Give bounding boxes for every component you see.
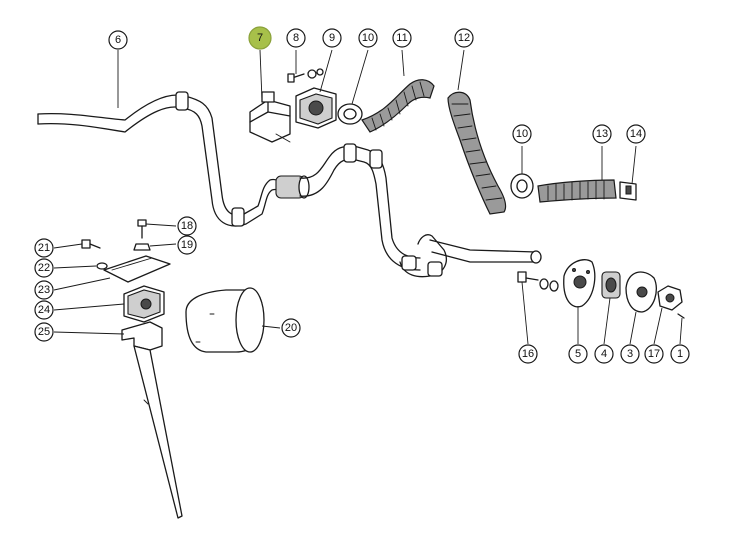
svg-text:5: 5 (575, 348, 581, 360)
valve-body-9 (295, 87, 337, 129)
callout-8: 8 (286, 28, 306, 48)
svg-text:23: 23 (38, 284, 50, 296)
callout-13: 13 (592, 124, 612, 144)
hose-11 (361, 79, 435, 133)
svg-text:18: 18 (181, 220, 193, 232)
callout-6: 6 (108, 30, 128, 50)
svg-text:10: 10 (362, 32, 374, 44)
hose-clamp-10b (510, 173, 534, 199)
callout-10b: 10 (512, 124, 532, 144)
svg-text:13: 13 (596, 128, 608, 140)
hose-13 (537, 179, 617, 203)
callout-9: 9 (322, 28, 342, 48)
callout-25: 25 (34, 322, 54, 342)
svg-text:3: 3 (627, 348, 633, 360)
svg-text:19: 19 (181, 239, 193, 251)
clip-14 (619, 181, 637, 201)
hose-12 (447, 91, 507, 215)
svg-text:10: 10 (516, 128, 528, 140)
svg-text:21: 21 (38, 242, 50, 254)
callout-18: 18 (177, 216, 197, 236)
svg-text:16: 16 (522, 348, 534, 360)
callout-23: 23 (34, 280, 54, 300)
callout-21: 21 (34, 238, 54, 258)
leader-lines (53, 49, 683, 345)
bolt-8 (287, 68, 324, 83)
callout-7: 7 (248, 26, 272, 50)
svg-text:11: 11 (396, 32, 407, 44)
callout-14: 14 (626, 124, 646, 144)
callout-10a: 10 (358, 28, 378, 48)
callout-20: 20 (281, 318, 301, 338)
svg-text:9: 9 (329, 32, 335, 44)
svg-text:24: 24 (38, 304, 50, 316)
callout-11: 11 (392, 28, 412, 48)
svg-text:4: 4 (601, 348, 607, 360)
callout-19: 19 (177, 235, 197, 255)
hose-clamp-10a (337, 103, 363, 125)
callout-16: 16 (518, 344, 538, 364)
heater-pipe (37, 91, 542, 278)
svg-text:20: 20 (285, 322, 297, 334)
callout-4: 4 (594, 344, 614, 364)
callout-22: 22 (34, 258, 54, 278)
heater-valve (249, 91, 291, 143)
sleeve-20 (185, 287, 265, 353)
callout-1: 1 (670, 344, 690, 364)
svg-text:1: 1 (677, 348, 683, 360)
svg-text:6: 6 (115, 34, 121, 46)
bracket-assembly (81, 219, 183, 519)
callout-24: 24 (34, 300, 54, 320)
svg-text:12: 12 (458, 32, 470, 44)
svg-text:7: 7 (257, 32, 263, 44)
callout-17: 17 (644, 344, 664, 364)
callout-12: 12 (454, 28, 474, 48)
svg-text:8: 8 (293, 32, 299, 44)
svg-text:14: 14 (630, 128, 642, 140)
callout-3: 3 (620, 344, 640, 364)
svg-text:22: 22 (38, 262, 50, 274)
callout-5: 5 (568, 344, 588, 364)
flange-parts (517, 259, 685, 319)
svg-text:17: 17 (648, 348, 660, 360)
svg-text:25: 25 (38, 326, 50, 338)
